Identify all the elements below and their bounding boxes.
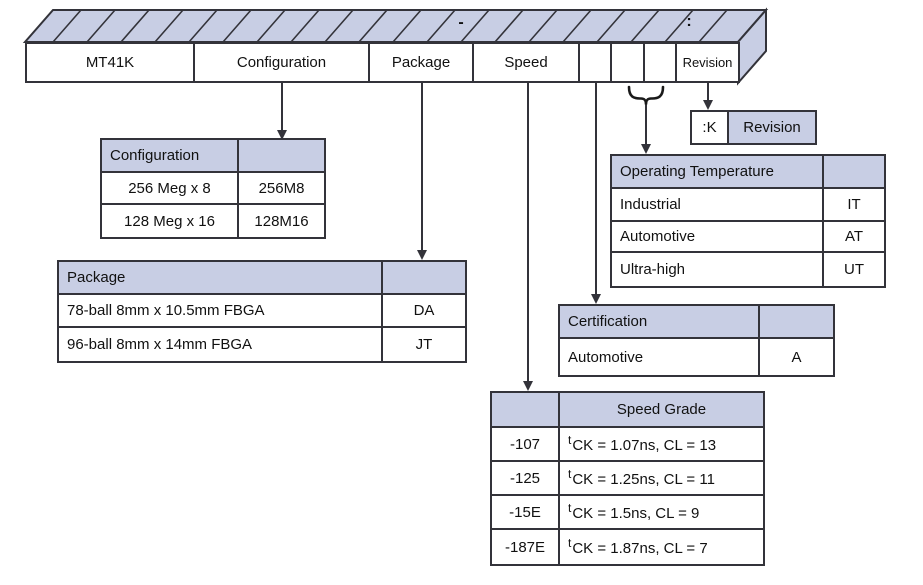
table-cell: Industrial <box>612 189 824 222</box>
configuration-table-title: Configuration <box>102 140 239 173</box>
speed-desc: CK = 1.25ns, CL = 11 <box>572 471 715 488</box>
package-arrowhead <box>417 250 427 260</box>
table-cell: -125 <box>492 462 560 496</box>
table-cell: AT <box>824 222 884 253</box>
table-cell: tCK = 1.25ns, CL = 11 <box>560 462 763 496</box>
group-brace <box>627 85 665 105</box>
table-cell: tCK = 1.07ns, CL = 13 <box>560 428 763 462</box>
table-cell: 96-ball 8mm x 14mm FBGA <box>59 328 383 361</box>
tck-superscript: t <box>568 536 572 550</box>
table-cell: 128M16 <box>239 205 324 237</box>
tck-superscript: t <box>568 501 572 515</box>
certification-arrowhead <box>591 294 601 304</box>
operating-temperature-table-code-header <box>824 156 884 189</box>
speed-desc: CK = 1.87ns, CL = 7 <box>572 540 708 557</box>
package-table-title: Package <box>59 262 383 295</box>
table-cell: Ultra-high <box>612 253 824 286</box>
bar-cell-configuration: Configuration <box>195 44 370 81</box>
bar-top-hatch-lines <box>52 9 728 43</box>
table-cell: tCK = 1.87ns, CL = 7 <box>560 530 763 564</box>
certification-table-title: Certification <box>560 306 760 339</box>
bar-cell-blank-2 <box>612 44 645 81</box>
revision-arrowhead <box>703 100 713 110</box>
revision-label: Revision <box>729 112 815 143</box>
table-cell: A <box>760 339 833 375</box>
table-cell: 256M8 <box>239 173 324 205</box>
bar-cell-blank-1 <box>580 44 612 81</box>
operating-temperature-table-title: Operating Temperature <box>612 156 824 189</box>
table-cell: 128 Meg x 16 <box>102 205 239 237</box>
revision-code: :K <box>692 112 729 143</box>
bar-cell-revision: Revision <box>682 55 733 70</box>
table-cell: -15E <box>492 496 560 530</box>
table-cell: Automotive <box>560 339 760 375</box>
certification-table: Certification Automotive A <box>558 304 835 377</box>
dash-separator: - <box>458 14 464 31</box>
table-cell: UT <box>824 253 884 286</box>
speed-desc: CK = 1.5ns, CL = 9 <box>572 505 700 522</box>
table-cell: DA <box>383 295 465 328</box>
speed-desc: CK = 1.07ns, CL = 13 <box>572 437 717 454</box>
revision-box: :K Revision <box>690 110 817 145</box>
table-cell: 78-ball 8mm x 10.5mm FBGA <box>59 295 383 328</box>
table-cell: -107 <box>492 428 560 462</box>
table-cell: 256 Meg x 8 <box>102 173 239 205</box>
configuration-table: Configuration 256 Meg x 8 256M8 128 Meg … <box>100 138 326 239</box>
table-cell: Automotive <box>612 222 824 253</box>
package-table: Package 78-ball 8mm x 10.5mm FBGA DA 96-… <box>57 260 467 363</box>
table-cell: IT <box>824 189 884 222</box>
table-cell: JT <box>383 328 465 361</box>
table-cell: -187E <box>492 530 560 564</box>
speed-grade-table: Speed Grade -107 tCK = 1.07ns, CL = 13 -… <box>490 391 765 566</box>
operating-temperature-arrowhead <box>641 144 651 154</box>
package-table-code-header <box>383 262 465 295</box>
tck-superscript: t <box>568 467 572 481</box>
operating-temperature-table: Operating Temperature Industrial IT Auto… <box>610 154 886 288</box>
bar-cell-speed: Speed <box>474 44 580 81</box>
bar-cell-package: Package <box>370 44 474 81</box>
connector-lines <box>281 83 709 382</box>
speed-arrowhead <box>523 381 533 391</box>
table-cell: tCK = 1.5ns, CL = 9 <box>560 496 763 530</box>
tck-superscript: t <box>568 433 572 447</box>
bar-cell-blank-3 <box>645 44 677 81</box>
speed-grade-table-title: Speed Grade <box>560 393 763 428</box>
certification-table-code-header <box>760 306 833 339</box>
speed-grade-table-code-header <box>492 393 560 428</box>
bar-cell-mt41k: MT41K <box>27 44 195 81</box>
colon-separator: : <box>686 13 692 30</box>
configuration-table-code-header <box>239 140 324 173</box>
part-number-bar: MT41K Configuration Package Speed Revisi… <box>25 42 740 83</box>
configuration-arrowhead <box>277 130 287 140</box>
arrowheads <box>277 100 713 391</box>
